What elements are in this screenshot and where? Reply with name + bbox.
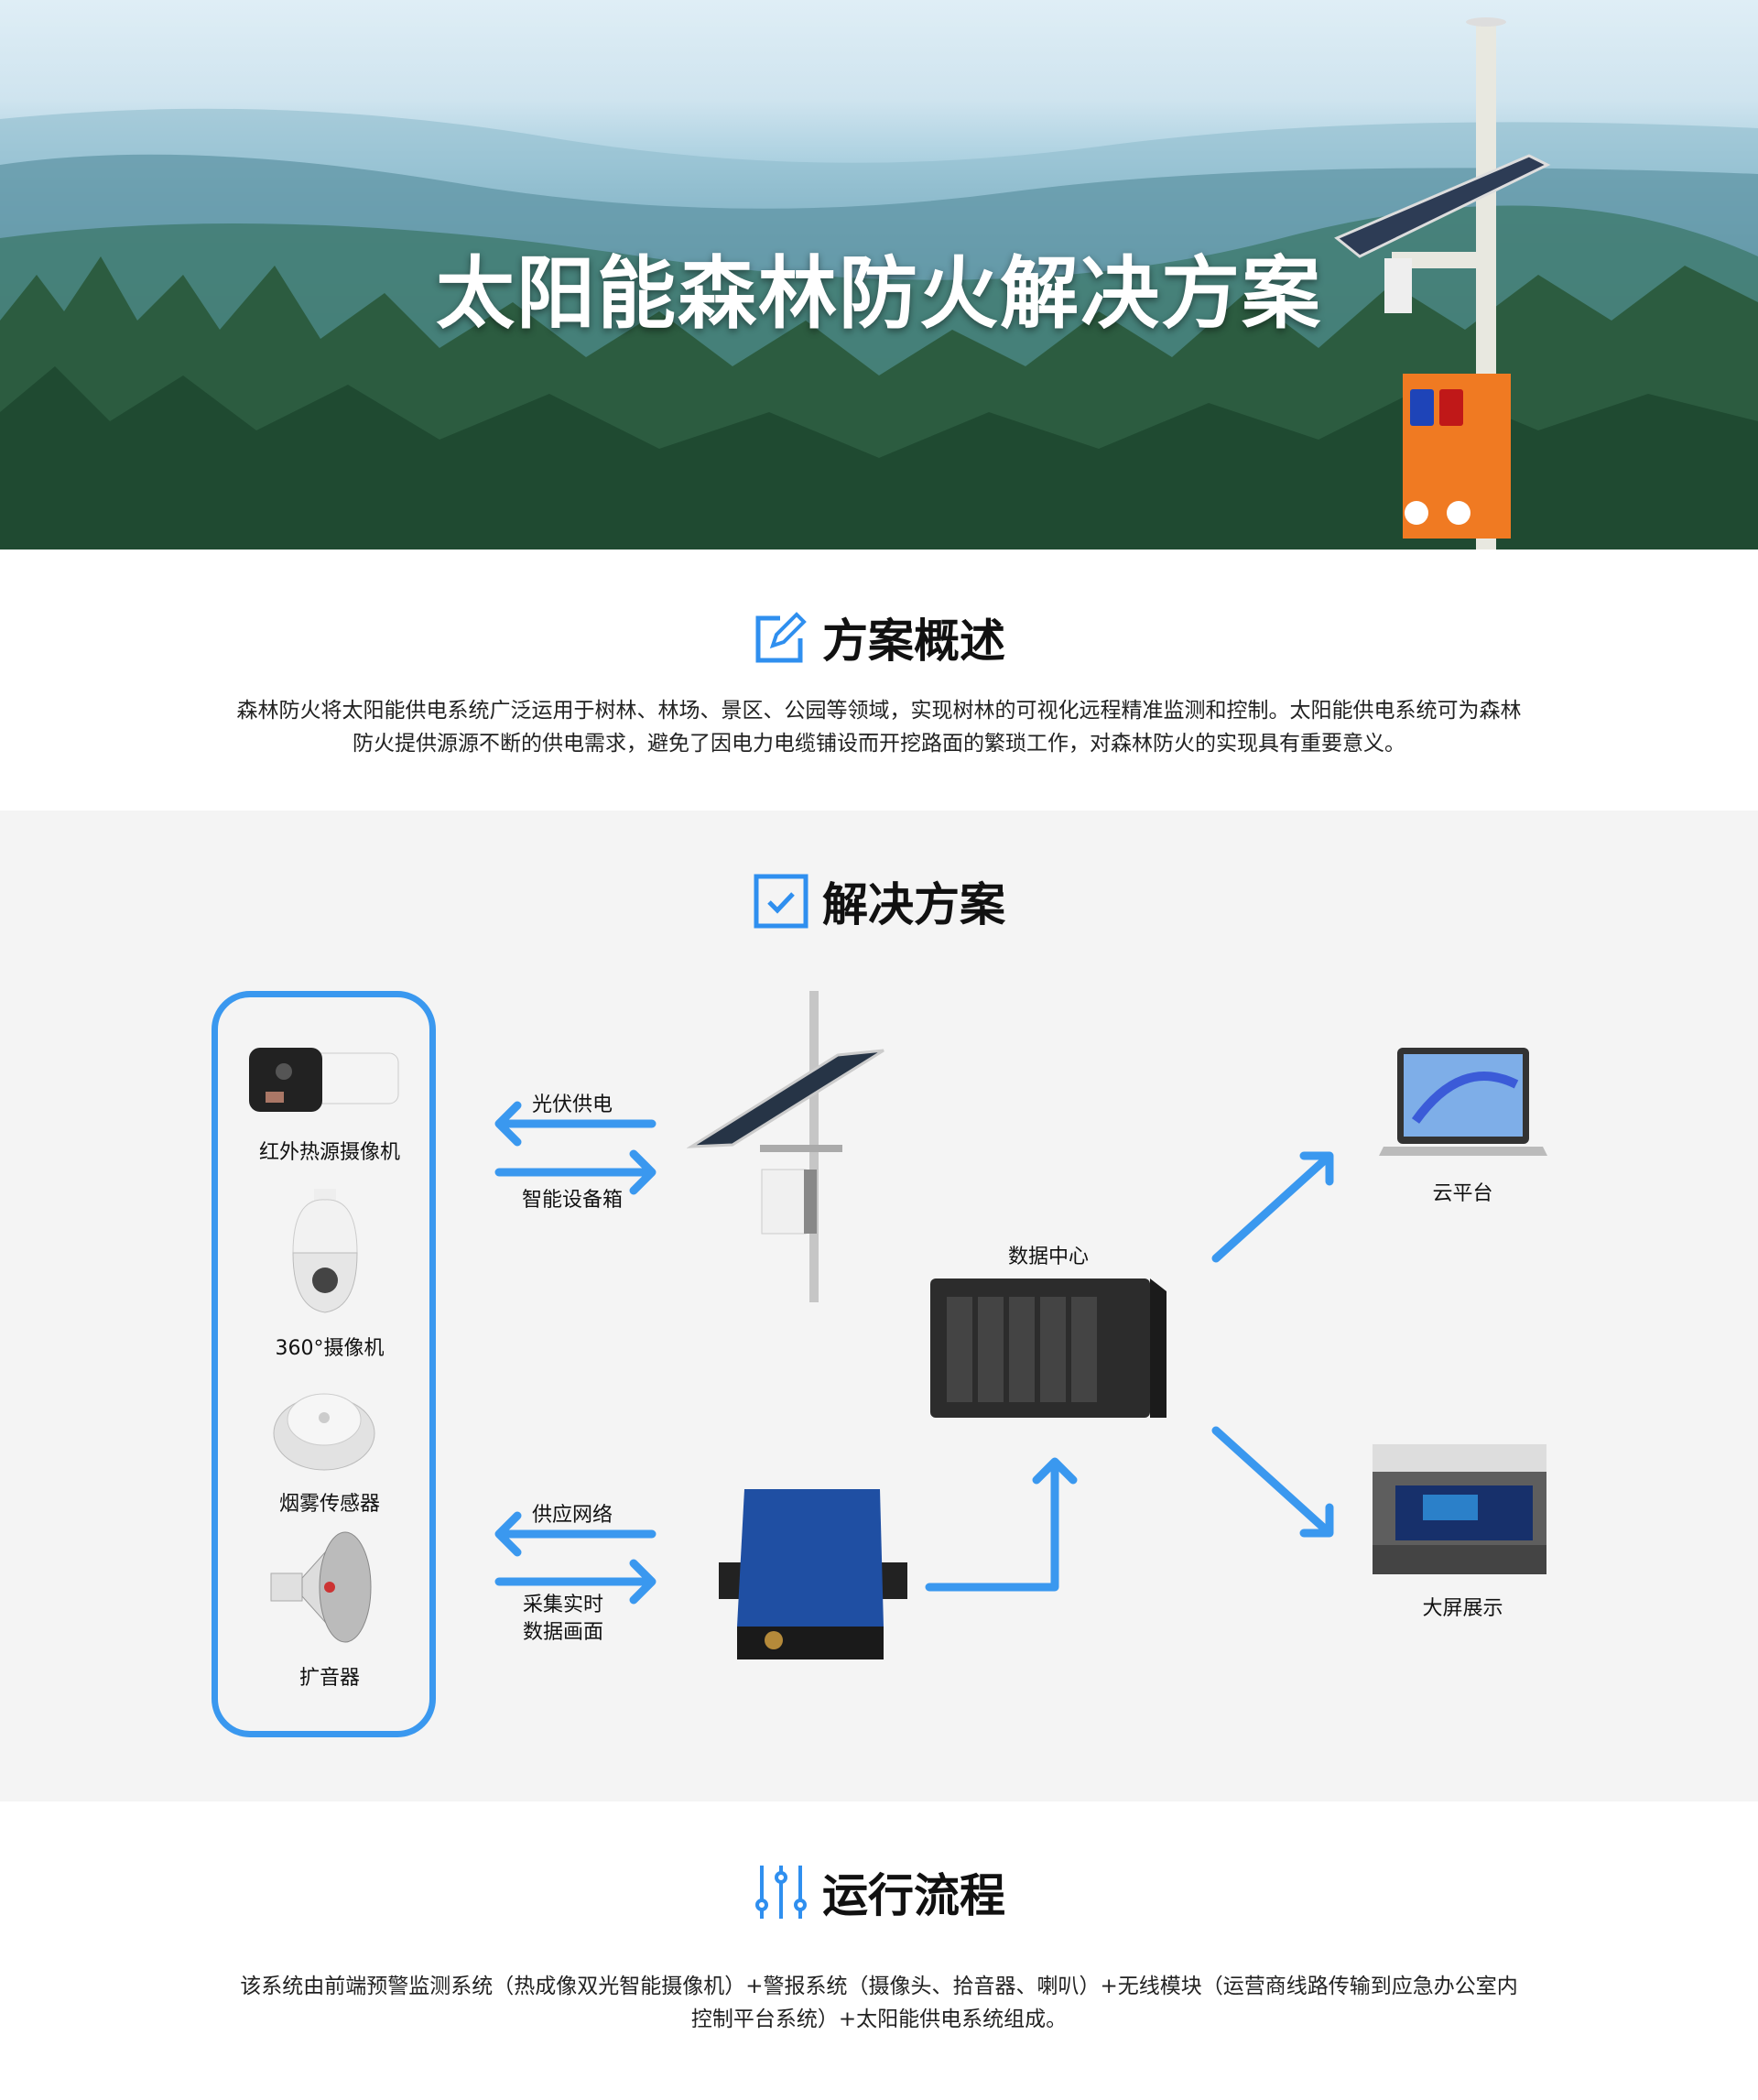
forest-landscape-image — [0, 108, 1758, 549]
solar-pole-image — [687, 991, 884, 1302]
edit-icon — [755, 612, 807, 663]
device-label: 360°摄像机 — [275, 1337, 385, 1360]
hero-title: 太阳能森林防火解决方案 — [436, 248, 1322, 340]
arrow-label: 智能设备箱 — [521, 1189, 623, 1212]
arrow-right-collect — [494, 1559, 657, 1605]
overview-text: 森林防火将太阳能供电系统广泛运用于树林、林场、景区、公园等领域，实现树林的可视化… — [201, 694, 1557, 760]
arrow-label-line: 采集实时 — [522, 1594, 603, 1616]
sliders-icon — [755, 1866, 807, 1919]
arrow-to-screen — [1211, 1426, 1334, 1538]
solar-alarm-pole-image — [1334, 17, 1551, 549]
laptop-image — [1379, 1048, 1547, 1156]
big-screen-label: 大屏展示 — [1422, 1597, 1503, 1620]
arrow-dtu-to-datacenter — [925, 1457, 1078, 1592]
infrared-camera-image — [249, 1048, 399, 1112]
arrow-label: 采集实时 数据画面 — [504, 1592, 623, 1647]
device-label: 红外热源摄像机 — [258, 1141, 400, 1164]
data-center-label: 数据中心 — [1007, 1246, 1089, 1268]
arrow-label-line: 数据画面 — [522, 1621, 603, 1644]
hero-banner: 太阳能森林防火解决方案 — [0, 0, 1758, 549]
arrow-left-solar — [494, 1101, 657, 1147]
process-heading: 运行流程 — [0, 1859, 1758, 1925]
smoke-sensor-image — [273, 1393, 375, 1471]
big-screen-image — [1373, 1444, 1546, 1574]
solution-heading: 解决方案 — [0, 868, 1758, 934]
nas-server-image — [930, 1278, 1167, 1418]
device-label: 扩音器 — [298, 1667, 360, 1690]
process-heading-text: 运行流程 — [822, 1869, 1005, 1922]
arrow-right-box — [494, 1149, 657, 1195]
front-devices-group — [212, 991, 436, 1737]
loudspeaker-image — [270, 1531, 372, 1643]
process-text: 该系统由前端预警监测系统（热成像双光智能摄像机）+警报系统（摄像头、拾音器、喇叭… — [201, 1970, 1557, 2036]
overview-heading-text: 方案概述 — [822, 615, 1005, 668]
solution-heading-text: 解决方案 — [822, 878, 1005, 931]
overview-text-line: 防火提供源源不断的供电需求，避免了因电力电缆铺设而开挖路面的繁琐工作，对森林防火… — [353, 732, 1405, 756]
checkbox-icon — [754, 874, 808, 929]
arrow-to-cloud — [1211, 1151, 1334, 1263]
overview-heading: 方案概述 — [0, 604, 1758, 670]
overview-text-line: 森林防火将太阳能供电系统广泛运用于树林、林场、景区、公园等领域，实现树林的可视化… — [236, 699, 1522, 723]
process-text-line: 该系统由前端预警监测系统（热成像双光智能摄像机）+警报系统（摄像头、拾音器、喇叭… — [240, 1975, 1518, 1998]
arrow-label: 光伏供电 — [531, 1094, 613, 1116]
arrow-left-network — [494, 1511, 657, 1557]
wireless-dtu-image — [719, 1489, 907, 1659]
arrow-label: 供应网络 — [531, 1504, 613, 1527]
device-label: 烟雾传感器 — [278, 1493, 380, 1516]
cloud-platform-label: 云平台 — [1432, 1182, 1493, 1205]
process-text-line: 控制平台系统）+太阳能供电系统组成。 — [690, 2008, 1068, 2031]
ptz-camera-image — [292, 1189, 358, 1313]
